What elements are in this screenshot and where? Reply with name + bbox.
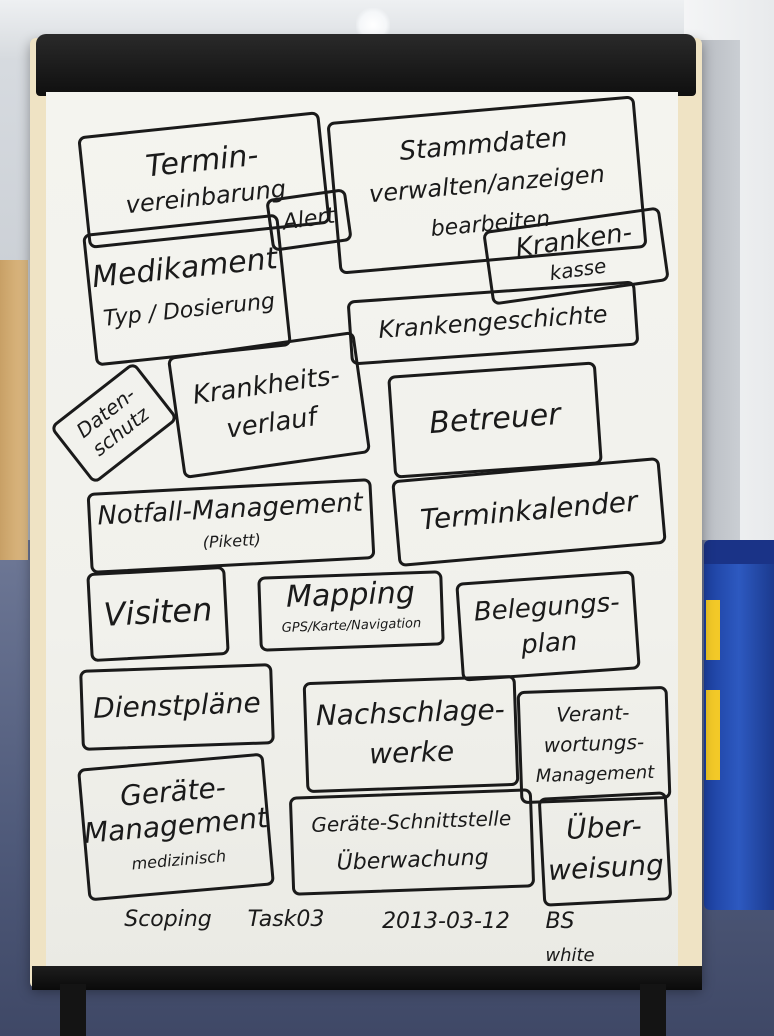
note-box xyxy=(538,791,672,907)
note-text: Geräte-Schnittstelle xyxy=(311,806,512,837)
note-box xyxy=(289,788,535,896)
note-text: Management xyxy=(83,801,271,850)
sticky-note: Krankheits-verlauf xyxy=(167,331,371,479)
note-box xyxy=(257,570,445,652)
note-text: medizinisch xyxy=(131,846,227,873)
note-box xyxy=(387,361,603,479)
recycling-bin-lid xyxy=(704,540,774,564)
sticky-note: Notfall-Management(Pikett) xyxy=(86,478,376,574)
note-text: Medikament xyxy=(90,241,280,295)
note-text: Dienstpläne xyxy=(93,686,262,725)
note-text: Überwachung xyxy=(336,844,489,875)
note-box xyxy=(77,753,275,901)
note-text: Typ / Dosierung xyxy=(102,289,276,332)
bin-stripe xyxy=(706,600,720,660)
note-box xyxy=(483,207,669,305)
bin-stripe xyxy=(706,690,720,780)
note-text: verlauf xyxy=(224,402,322,445)
door xyxy=(700,40,740,560)
note-text: Management xyxy=(535,762,655,787)
note-text: Belegungs- xyxy=(473,587,621,627)
footer-initials: BS xyxy=(545,909,574,934)
note-text: Terminkalender xyxy=(419,484,640,536)
note-text: Termin- xyxy=(144,138,260,185)
note-text: Visiten xyxy=(103,590,214,634)
note-text: Krankheits- xyxy=(191,361,342,411)
flipchart-base xyxy=(32,966,702,990)
note-text: Mapping xyxy=(285,575,415,614)
note-box xyxy=(327,95,647,275)
note-text: Über- xyxy=(565,808,642,846)
note-text: plan xyxy=(519,627,578,661)
note-text: Alert xyxy=(279,203,338,236)
note-text: Nachschlage- xyxy=(315,693,505,733)
note-text: (Pikett) xyxy=(202,530,261,552)
sticky-note: Betreuer xyxy=(387,361,603,479)
flipchart-clip xyxy=(36,34,696,96)
note-box xyxy=(79,663,275,751)
sticky-note: Verant-wortungs- Management xyxy=(516,686,672,804)
note-text: Krankengeschichte xyxy=(377,300,608,344)
note-box xyxy=(167,331,371,479)
sticky-note: Alert xyxy=(266,189,352,251)
note-text: Notfall-Management xyxy=(97,488,365,532)
note-box xyxy=(266,189,352,251)
note-text: verwalten/anzeigen xyxy=(368,160,606,209)
note-box xyxy=(302,675,520,793)
note-text: wortungs- xyxy=(543,730,644,757)
footer-scoping: Scoping xyxy=(124,907,212,932)
footer-task: Task03 xyxy=(248,907,325,932)
flipchart-leg xyxy=(640,984,666,1036)
note-text: kasse xyxy=(548,254,608,286)
wooden-panel xyxy=(0,260,28,560)
note-text: Betreuer xyxy=(428,397,563,441)
note-text: werke xyxy=(369,735,455,771)
note-box xyxy=(516,686,672,804)
sticky-note: Visiten xyxy=(86,566,230,662)
sticky-note: Belegungs-plan xyxy=(455,570,641,682)
footer-date: 2013-03-12 xyxy=(382,909,510,934)
note-text: GPS/Karte/Navigation xyxy=(282,616,422,636)
note-box xyxy=(78,111,330,249)
note-box xyxy=(86,478,376,574)
sticky-note: Über-weisung xyxy=(538,791,672,907)
note-text: Stammdaten xyxy=(398,122,568,167)
footer-white: white xyxy=(545,945,594,966)
note-text: weisung xyxy=(547,848,664,887)
flipchart-leg xyxy=(60,984,86,1036)
note-box xyxy=(52,364,176,482)
note-box xyxy=(455,570,641,682)
note-box xyxy=(391,457,667,567)
sticky-note: Nachschlage-werke xyxy=(302,675,520,793)
note-text: Verant- xyxy=(556,700,630,727)
sticky-note: Daten-schutz xyxy=(52,364,176,482)
sticky-note: Dienstpläne xyxy=(79,663,275,751)
note-box xyxy=(86,566,230,662)
